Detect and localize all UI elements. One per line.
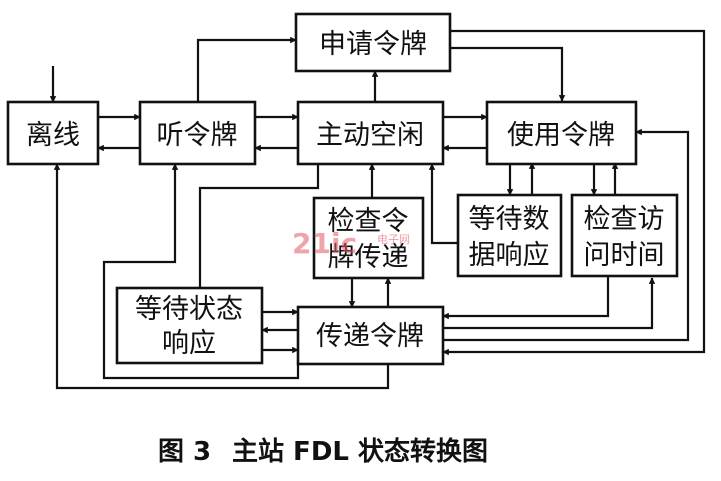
state-check-token-pass: 检查令 牌传递 [312,196,425,280]
arrow-pass-to-check-access [443,277,656,330]
state-await-status-response-label-line2: 响应 [162,328,216,359]
figure-title: 主站 FDL 状态转换图 [232,436,488,467]
arrow-listen-to-request [196,36,297,102]
state-use-token: 使用令牌 [485,100,638,166]
state-await-status-response: 等待状态 响应 [115,286,264,365]
state-pass-token-label: 传递令牌 [316,321,424,352]
state-await-data-response-label-line2: 据响应 [469,240,550,271]
state-check-access-time-label-line1: 检查访 [584,204,665,235]
state-listen-token: 听令牌 [138,100,257,166]
watermark: 21ic 电子网 [292,227,410,260]
arrow-request-to-use [450,46,566,102]
arrow-pass-to-use [443,128,690,342]
state-await-data-response-label-line1: 等待数 [469,204,550,235]
arrow-pass-to-offline [53,163,390,390]
arrow-request-to-pass [442,29,706,356]
state-use-token-label: 使用令牌 [507,120,615,151]
state-offline-label: 离线 [26,120,80,151]
state-check-access-time-label-line2: 问时间 [584,240,665,271]
state-await-status-response-label-line1: 等待状态 [135,294,243,325]
state-active-idle-label: 主动空闲 [316,120,424,151]
state-request-token-label: 申请令牌 [319,29,427,60]
arrow-check-access-to-pass [442,276,610,320]
figure-caption: 图 3 主站 FDL 状态转换图 [158,436,488,467]
state-listen-token-label: 听令牌 [157,120,238,151]
figure-number: 图 3 [158,437,211,467]
watermark-text: 电子网 [377,233,410,246]
state-check-token-pass-label-line1: 检查令 [328,206,409,237]
arrow-await-data-to-idle [428,163,458,245]
state-offline: 离线 [6,100,100,166]
watermark-logo: 21ic [292,227,357,260]
state-request-token: 申请令牌 [294,12,452,73]
state-pass-token: 传递令牌 [296,305,445,366]
state-await-data-response: 等待数 据响应 [456,193,563,278]
transition-arrows [49,29,706,390]
state-check-access-time: 检查访 问时间 [570,193,679,278]
state-active-idle: 主动空闲 [296,100,445,166]
arrow-loop-to-listen [102,163,300,380]
state-check-token-pass-label-line2: 牌传递 [328,242,409,273]
